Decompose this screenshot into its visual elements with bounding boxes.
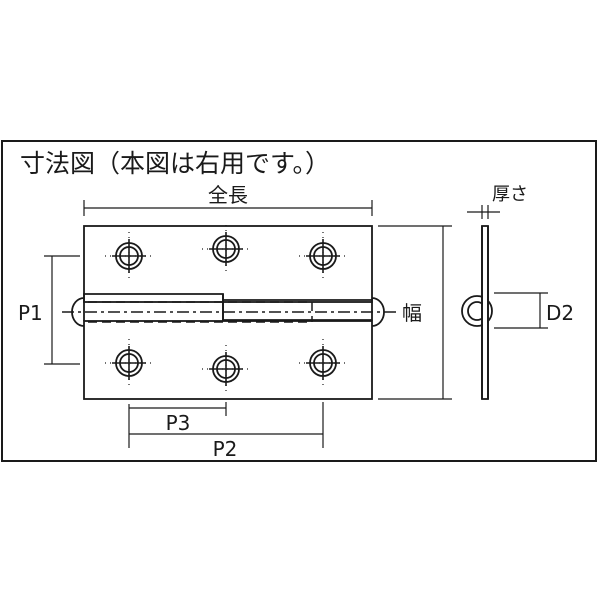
p1-dimension: P1 xyxy=(18,255,80,365)
p2-dimension: P2 xyxy=(129,402,324,461)
screw-hole xyxy=(202,345,250,393)
p1-label: P1 xyxy=(18,301,43,325)
screw-hole xyxy=(105,339,153,387)
screw-hole xyxy=(299,232,347,280)
knuckle-outer-circle xyxy=(461,295,493,327)
diagram-frame xyxy=(1,140,597,462)
diagram-title: 寸法図（本図は右用です。） xyxy=(20,149,330,178)
width-label: 幅 xyxy=(402,301,422,325)
screw-holes xyxy=(105,225,347,393)
d2-label: D2 xyxy=(546,301,574,325)
pin-head-left xyxy=(71,297,85,327)
left-knuckle xyxy=(83,293,224,321)
right-knuckle xyxy=(222,294,373,321)
lower-leaf xyxy=(83,320,373,400)
p2-label: P2 xyxy=(213,437,238,461)
overall-length-dimension: 全長 xyxy=(83,183,373,216)
pin-head-right xyxy=(371,297,385,327)
thickness-label: 厚さ xyxy=(492,184,528,205)
p3-label: P3 xyxy=(166,411,191,435)
screw-hole xyxy=(299,339,347,387)
d2-dimension: D2 xyxy=(494,292,574,329)
hinge-side-view xyxy=(461,225,493,400)
p3-dimension: P3 xyxy=(128,402,227,448)
overall-length-label: 全長 xyxy=(208,183,248,207)
thickness-dimension: 厚さ xyxy=(467,184,528,219)
width-dimension: 幅 xyxy=(378,225,452,400)
screw-hole xyxy=(105,232,153,280)
screw-hole xyxy=(202,225,250,273)
hinge-front-view xyxy=(62,225,398,400)
